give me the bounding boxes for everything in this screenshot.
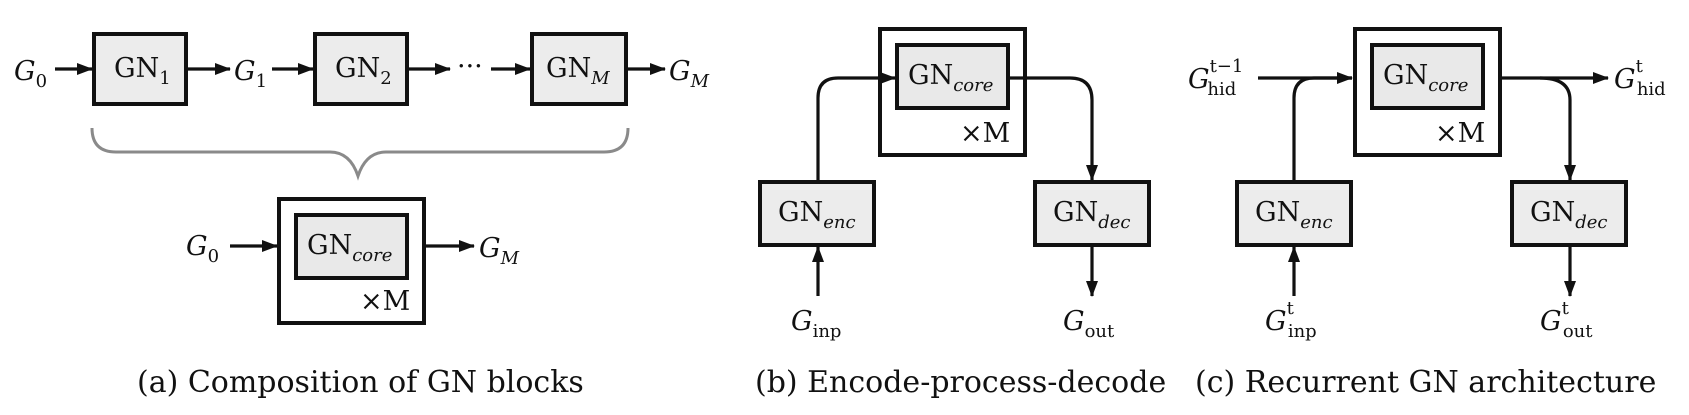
grouping-brace (90, 127, 630, 181)
gn1-label: GN1 (114, 53, 171, 89)
gn-enc-label-b: GNenc (778, 197, 856, 233)
arrow-core-to-dec-b (1010, 76, 1098, 181)
gn-enc-block-c (1235, 180, 1353, 247)
repeat-m-label-b: ×M (960, 118, 1010, 149)
graph-g1-label: G1 (234, 56, 267, 92)
gn-core-label-b: GNcore (908, 60, 993, 96)
ellipsis: ··· (457, 51, 483, 82)
repeat-m-label: ×M (360, 286, 410, 317)
gn-core-block-c (1370, 43, 1485, 110)
compact-gm-label: GM (479, 233, 520, 269)
repeat-m-label-c: ×M (1435, 118, 1485, 149)
gn-core-block (294, 213, 409, 280)
panel-a: G0 GN1 G1 GN2 ··· GNM GM G0 GNcore ×M GM… (14, 32, 710, 400)
gn-core-block-b (895, 43, 1010, 110)
caption-c: (c) Recurrent GN architecture (1195, 365, 1656, 400)
g-inp-label-b: Ginp (791, 306, 841, 342)
caption-a: (a) Composition of GN blocks (137, 365, 584, 400)
gn2-label: GN2 (335, 53, 392, 89)
g-out-label-b: Gout (1063, 306, 1115, 342)
gn1-block (92, 32, 188, 106)
arrow-enc-to-core-c (1292, 76, 1352, 180)
graph-g0-label: G0 (14, 56, 47, 92)
gn-dec-label-b: GNdec (1053, 197, 1130, 233)
gn-core-label-c: GNcore (1383, 60, 1468, 96)
gnm-block (530, 32, 628, 106)
gn-dec-label-c: GNdec (1530, 197, 1607, 233)
gn-dec-block-b (1033, 180, 1151, 247)
arrow-enc-to-core-b (816, 72, 896, 180)
gn-enc-block-b (758, 180, 876, 247)
arrow-core-to-dec-c (1539, 76, 1576, 181)
graph-gm-label: GM (669, 56, 710, 92)
gn-dec-block-c (1510, 180, 1628, 247)
compact-g0-label: G0 (186, 231, 219, 267)
panel-b: GNcore ×M GNenc GNdec Ginp Gout (b) Enco… (755, 27, 1166, 400)
gn-enc-label-c: GNenc (1255, 197, 1333, 233)
gn-core-label: GNcore (307, 230, 392, 266)
gn2-block (313, 32, 409, 106)
caption-b: (b) Encode-process-decode (755, 365, 1166, 400)
gnm-label: GNM (546, 53, 610, 89)
